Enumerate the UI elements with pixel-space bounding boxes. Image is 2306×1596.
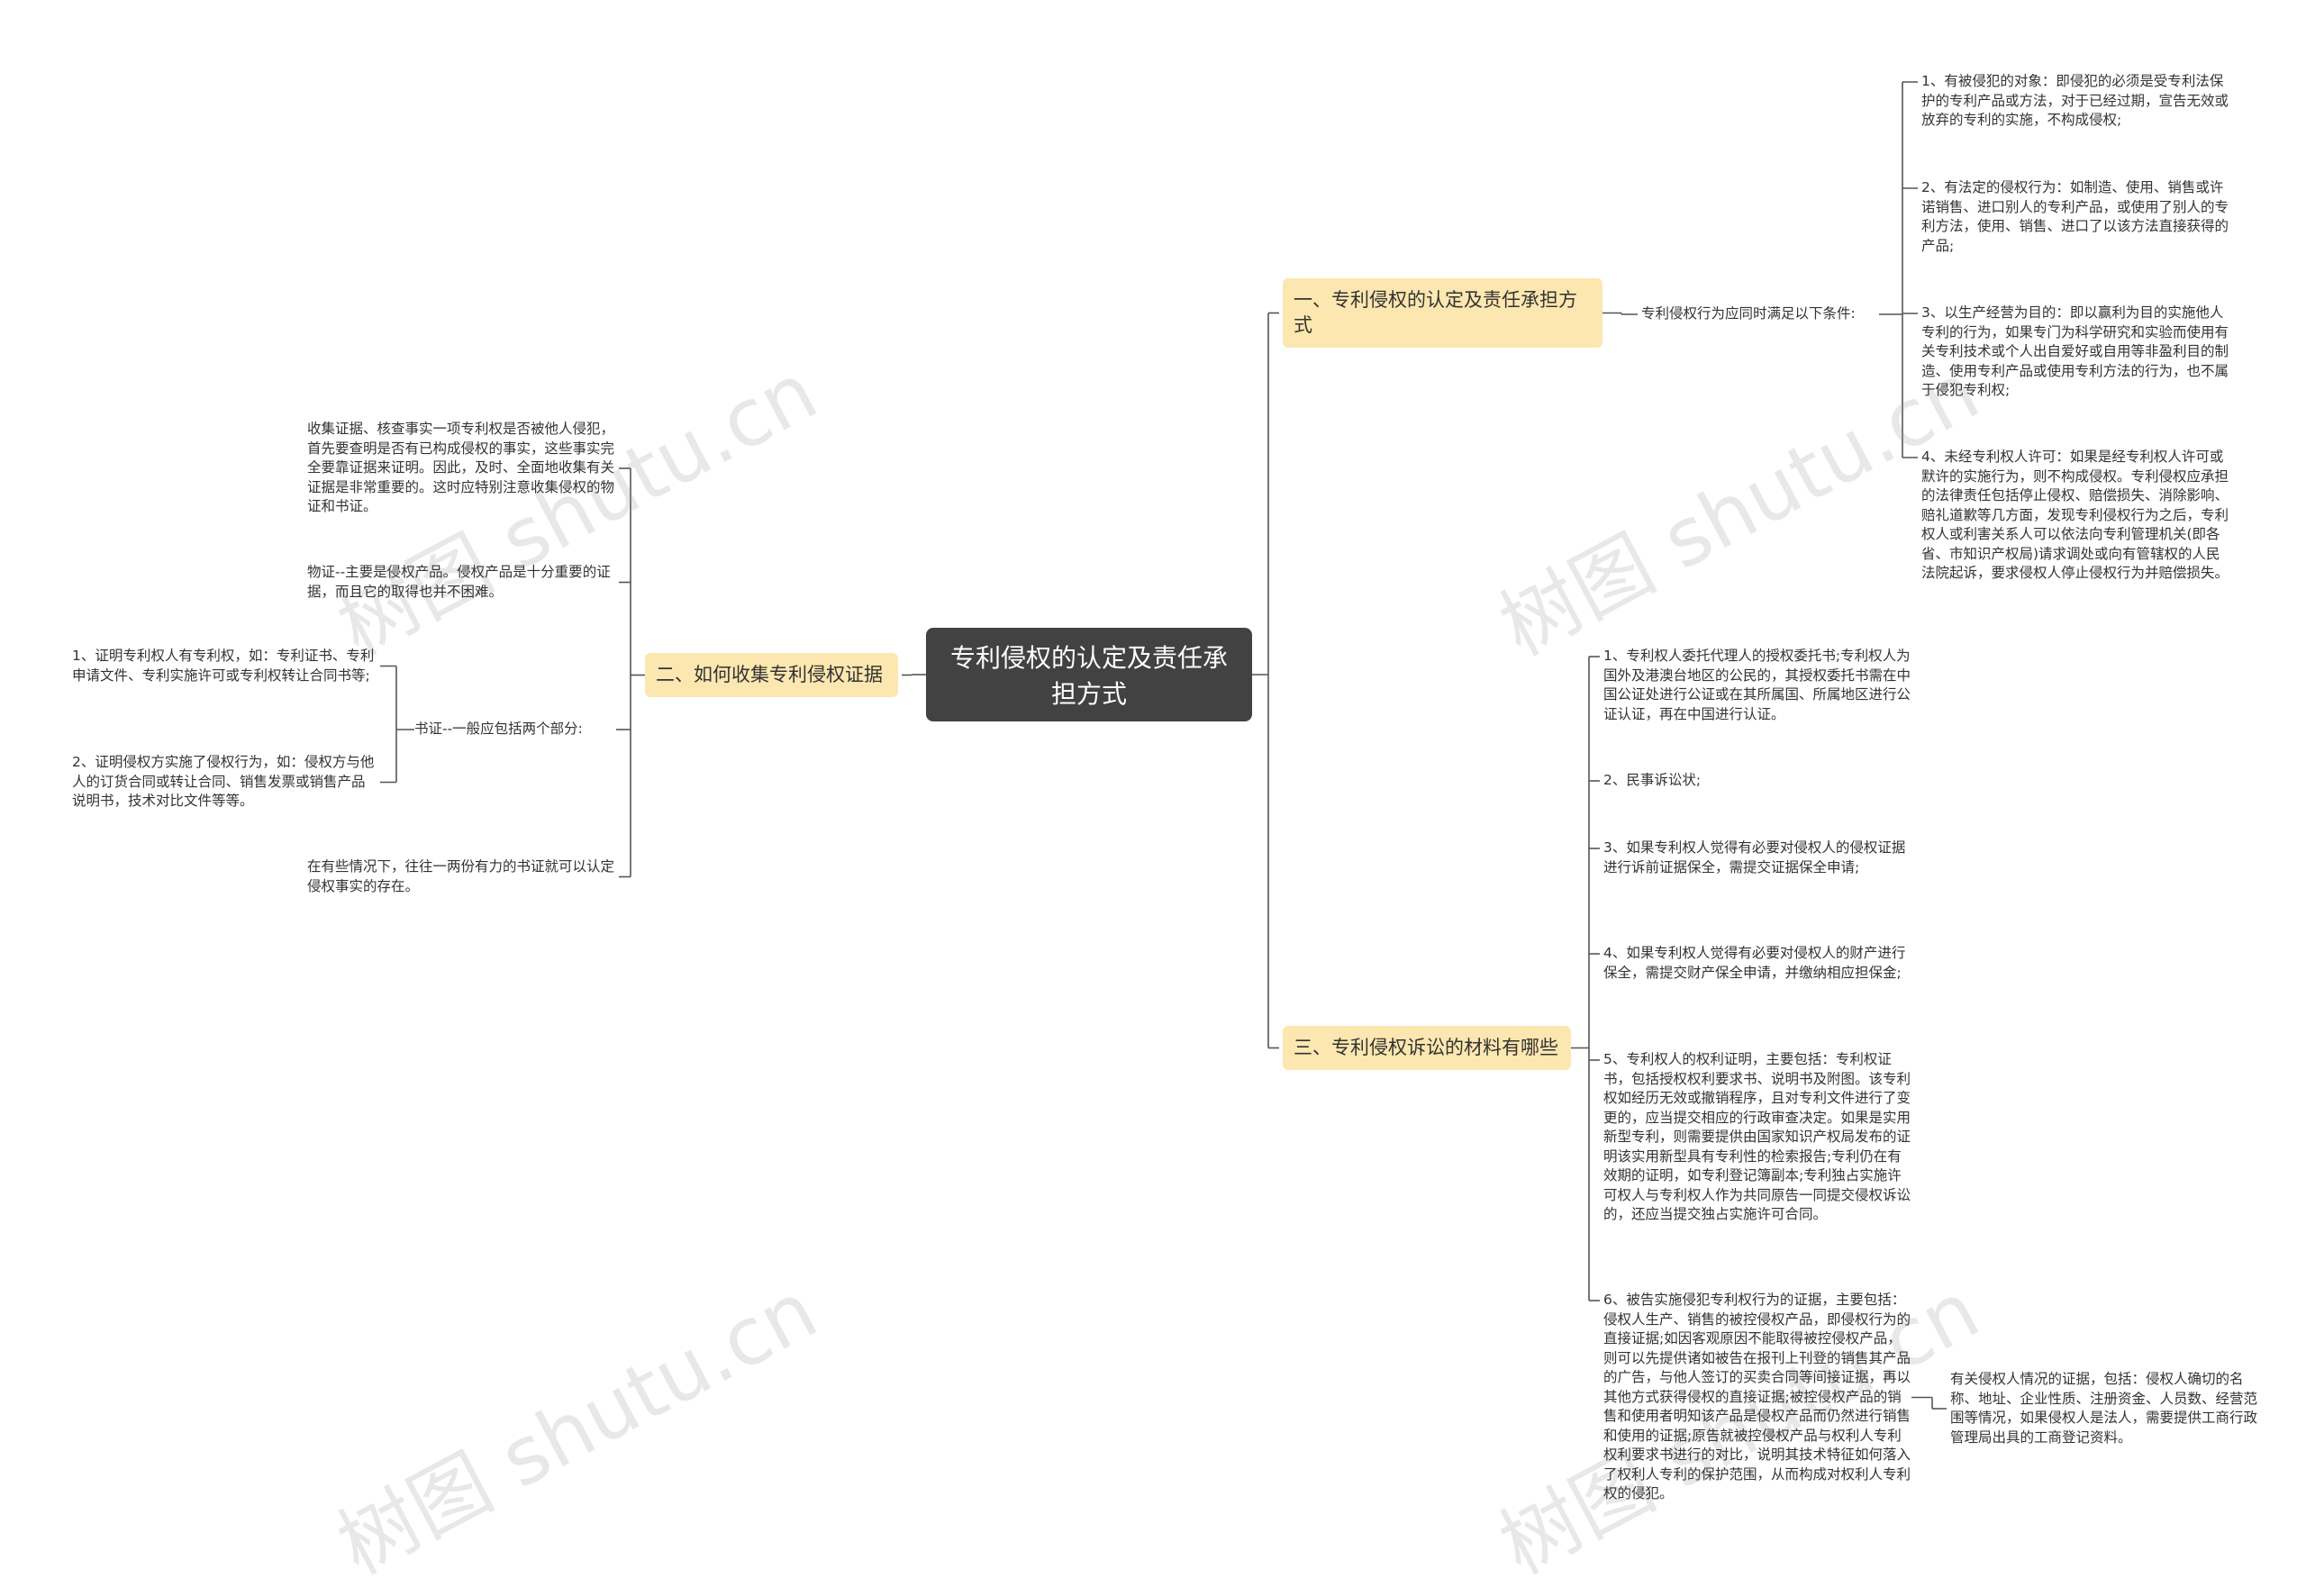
material-item[interactable]: 4、如果专利权人觉得有必要对侵权人的财产进行保全，需提交财产保全申请，并缴纳相应… xyxy=(1603,944,1911,983)
material-item-text: 1、专利权人委托代理人的授权委托书;专利权人为国外及港澳台地区的公民的，其授权委… xyxy=(1603,648,1911,722)
infringer-info-evidence-text: 有关侵权人情况的证据，包括：侵权人确切的名称、地址、企业性质、注册资金、人员数、… xyxy=(1950,1371,2258,1446)
evidence-item-text: 在有些情况下，往往一两份有力的书证就可以认定侵权事实的存在。 xyxy=(307,858,615,894)
branch-topic-evidence[interactable]: 二、如何收集专利侵权证据 xyxy=(645,653,898,697)
evidence-item[interactable]: 在有些情况下，往往一两份有力的书证就可以认定侵权事实的存在。 xyxy=(307,857,615,896)
documentary-evidence-item[interactable]: 1、证明专利权人有专利权，如：专利证书、专利申请文件、专利实施许可或专利权转让合… xyxy=(72,647,377,685)
branch-topic-litigation-materials[interactable]: 三、专利侵权诉讼的材料有哪些 xyxy=(1283,1026,1571,1070)
material-item-text: 3、如果专利权人觉得有必要对侵权人的侵权证据进行诉前证据保全，需提交证据保全申请… xyxy=(1603,839,1906,875)
branch-topic-label: 二、如何收集专利侵权证据 xyxy=(656,664,883,685)
condition-intro-text: 专利侵权行为应同时满足以下条件: xyxy=(1641,305,1856,322)
material-item-text: 2、民事诉讼状; xyxy=(1603,772,1702,788)
evidence-item[interactable]: 物证--主要是侵权产品。侵权产品是十分重要的证据，而且它的取得也并不困难。 xyxy=(307,563,615,602)
condition-item-text: 2、有法定的侵权行为：如制造、使用、销售或许诺销售、进口别人的专利产品，或使用了… xyxy=(1921,179,2229,254)
material-item[interactable]: 5、专利权人的权利证明，主要包括：专利权证书，包括授权权利要求书、说明书及附图。… xyxy=(1603,1050,1911,1225)
condition-intro[interactable]: 专利侵权行为应同时满足以下条件: xyxy=(1641,304,1879,324)
material-item[interactable]: 3、如果专利权人觉得有必要对侵权人的侵权证据进行诉前证据保全，需提交证据保全申请… xyxy=(1603,839,1911,877)
material-item[interactable]: 1、专利权人委托代理人的授权委托书;专利权人为国外及港澳台地区的公民的，其授权委… xyxy=(1603,647,1911,724)
evidence-item-text: 收集证据、核查事实一项专利权是否被他人侵犯，首先要查明是否有已构成侵权的事实，这… xyxy=(307,421,615,514)
condition-item[interactable]: 2、有法定的侵权行为：如制造、使用、销售或许诺销售、进口别人的专利产品，或使用了… xyxy=(1921,178,2232,256)
condition-item[interactable]: 4、未经专利权人许可：如果是经专利权人许可或默许的实施行为，则不构成侵权。专利侵… xyxy=(1921,448,2232,584)
documentary-evidence-item-text: 2、证明侵权方实施了侵权行为，如：侵权方与他人的订货合同或转让合同、销售发票或销… xyxy=(72,754,375,809)
material-item[interactable]: 2、民事诉讼状; xyxy=(1603,771,1911,791)
condition-item-text: 1、有被侵犯的对象：即侵犯的必须是受专利法保护的专利产品或方法，对于已经过期，宣… xyxy=(1921,73,2229,128)
evidence-item-text: 物证--主要是侵权产品。侵权产品是十分重要的证据，而且它的取得也并不困难。 xyxy=(307,564,611,600)
branch-topic-label: 一、专利侵权的认定及责任承担方式 xyxy=(1294,289,1577,336)
root-topic[interactable]: 专利侵权的认定及责任承担方式 xyxy=(926,628,1252,721)
condition-item-text: 3、以生产经营为目的：即以赢利为目的实施他人专利的行为，如果专门为科学研究和实验… xyxy=(1921,304,2229,398)
condition-item-text: 4、未经专利权人许可：如果是经专利权人许可或默许的实施行为，则不构成侵权。专利侵… xyxy=(1921,449,2229,581)
branch-topic-label: 三、专利侵权诉讼的材料有哪些 xyxy=(1294,1037,1558,1058)
material-item-text: 6、被告实施侵犯专利权行为的证据，主要包括：侵权人生产、销售的被控侵权产品，即侵… xyxy=(1603,1292,1911,1501)
material-item[interactable]: 6、被告实施侵犯专利权行为的证据，主要包括：侵权人生产、销售的被控侵权产品，即侵… xyxy=(1603,1291,1911,1504)
condition-item[interactable]: 1、有被侵犯的对象：即侵犯的必须是受专利法保护的专利产品或方法，对于已经过期，宣… xyxy=(1921,72,2232,131)
documentary-evidence-text: 书证--一般应包括两个部分: xyxy=(414,721,583,737)
documentary-evidence[interactable]: 书证--一般应包括两个部分: xyxy=(414,720,613,739)
documentary-evidence-item-text: 1、证明专利权人有专利权，如：专利证书、专利申请文件、专利实施许可或专利权转让合… xyxy=(72,648,375,684)
material-item-text: 5、专利权人的权利证明，主要包括：专利权证书，包括授权权利要求书、说明书及附图。… xyxy=(1603,1051,1911,1222)
root-topic-label: 专利侵权的认定及责任承担方式 xyxy=(949,643,1228,709)
documentary-evidence-item[interactable]: 2、证明侵权方实施了侵权行为，如：侵权方与他人的订货合同或转让合同、销售发票或销… xyxy=(72,753,377,812)
material-item-text: 4、如果专利权人觉得有必要对侵权人的财产进行保全，需提交财产保全申请，并缴纳相应… xyxy=(1603,945,1906,981)
branch-topic-identification[interactable]: 一、专利侵权的认定及责任承担方式 xyxy=(1283,278,1602,348)
condition-item[interactable]: 3、以生产经营为目的：即以赢利为目的实施他人专利的行为，如果专门为科学研究和实验… xyxy=(1921,304,2232,401)
infringer-info-evidence[interactable]: 有关侵权人情况的证据，包括：侵权人确切的名称、地址、企业性质、注册资金、人员数、… xyxy=(1950,1370,2258,1447)
evidence-item[interactable]: 收集证据、核查事实一项专利权是否被他人侵犯，首先要查明是否有已构成侵权的事实，这… xyxy=(307,420,615,517)
